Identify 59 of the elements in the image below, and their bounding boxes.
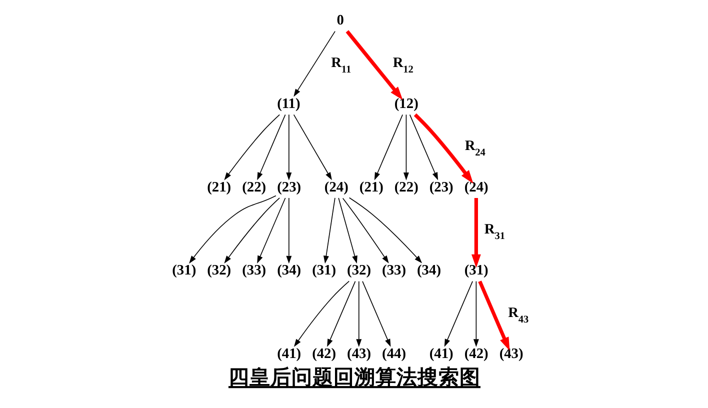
node-text: (34) [277, 262, 302, 279]
arrow [286, 198, 292, 264]
arrow [356, 280, 362, 347]
arrow [257, 198, 286, 264]
arrow [224, 114, 280, 180]
node-text: (11) [277, 96, 300, 112]
node-text: (34) [417, 262, 442, 279]
arrow [224, 198, 280, 264]
arrow [403, 114, 409, 180]
node-text: (43) [499, 346, 524, 362]
arrow [327, 280, 356, 347]
node-text: (22) [242, 179, 266, 196]
arrow [294, 280, 350, 347]
arrow [293, 114, 332, 180]
arrow [478, 280, 510, 351]
arrow [348, 197, 422, 264]
arrow [294, 30, 336, 97]
node-text: (23) [429, 179, 454, 196]
arrow [473, 280, 479, 347]
node-text: (22) [394, 179, 418, 196]
arrow [286, 114, 292, 180]
caption: 四皇后问题回溯算法搜索图 [228, 367, 480, 390]
node-text: (12) [394, 96, 418, 112]
arrow [414, 113, 474, 184]
arrow [346, 30, 403, 100]
node-text: (23) [277, 179, 302, 196]
arrow [338, 198, 358, 264]
edge-label: R$_{43}$ [508, 304, 529, 326]
node-text: (24) [324, 179, 348, 196]
node-text: (33) [242, 262, 266, 279]
arrow [189, 195, 276, 264]
arrow [362, 280, 391, 347]
node-text: (21) [359, 179, 384, 196]
node-text: (32) [207, 262, 232, 279]
edge-label: R$_{24}$ [464, 138, 486, 159]
arrow [374, 114, 404, 180]
node-text: (41) [429, 346, 454, 362]
edge-label: R$_{31}$ [484, 222, 505, 242]
node-text: (42) [464, 346, 488, 362]
node-text: (31) [172, 262, 196, 279]
edge-label: R$_{12}$ [392, 54, 414, 76]
arrow [323, 198, 336, 264]
node-text: (24) [464, 179, 488, 196]
node-text: (32) [347, 262, 372, 279]
edge-label: R$_{11}$ [331, 54, 352, 76]
arrow [444, 280, 473, 347]
node-text: (33) [382, 262, 406, 279]
node-text: (42) [312, 346, 336, 362]
arrow [342, 198, 389, 264]
arrow [257, 114, 286, 180]
arrow [409, 114, 438, 180]
node-text: 0 [336, 12, 344, 29]
node-text: (41) [277, 346, 302, 362]
arrow [471, 198, 481, 268]
node-text: (31) [464, 262, 488, 279]
node-text: (21) [207, 179, 232, 196]
node-text: (44) [382, 346, 406, 362]
node-text: (31) [312, 262, 336, 279]
node-text: (43) [347, 346, 372, 362]
